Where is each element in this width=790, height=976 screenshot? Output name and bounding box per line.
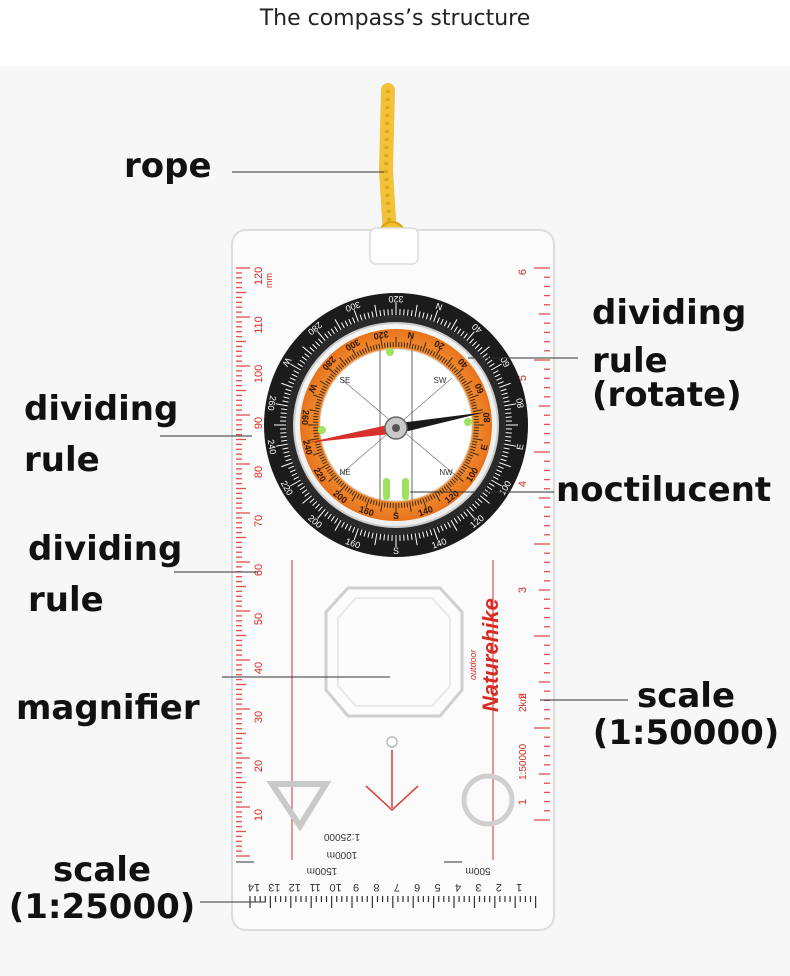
magnifier-lens bbox=[324, 586, 464, 718]
dial-label: E bbox=[479, 443, 490, 451]
right-ruler-number: 3 bbox=[517, 587, 529, 593]
dial-label: N bbox=[407, 330, 415, 341]
left-ruler: 120 110 100 90 80 70 60 50 40 30 20 10 bbox=[236, 267, 265, 857]
left-ruler-number: 90 bbox=[253, 417, 265, 429]
bezel-label: 240 bbox=[266, 439, 278, 456]
dial-label: 80 bbox=[481, 412, 492, 423]
dial-label: 160 bbox=[358, 504, 375, 518]
bezel-label: 260 bbox=[266, 395, 278, 412]
right-ruler-number: 1 bbox=[517, 799, 529, 805]
brand-sub: outdoor bbox=[468, 648, 478, 680]
left-ruler-number: 70 bbox=[253, 515, 265, 527]
needle-south bbox=[306, 424, 400, 443]
right-ruler-unit: 2km bbox=[518, 693, 529, 712]
left-ruler-number: 40 bbox=[253, 662, 265, 674]
label-dividing-rule-rotate: dividing rule (rotate) bbox=[592, 293, 747, 415]
bottom-ruler-number: 7 bbox=[394, 881, 400, 893]
bottom-ruler-number: 3 bbox=[475, 881, 481, 893]
intercardinal-label: NW bbox=[439, 468, 453, 477]
label-dividing-rule-left: dividing rule bbox=[24, 389, 179, 480]
right-ruler-scale: 1:50000 bbox=[518, 743, 529, 780]
noctilucent-mark bbox=[383, 478, 390, 500]
circle-cutout bbox=[461, 773, 515, 827]
dial-label: 240 bbox=[301, 439, 314, 456]
needle-north bbox=[392, 412, 486, 433]
dial-label: 140 bbox=[417, 504, 434, 518]
left-ruler-number: 120 bbox=[253, 267, 265, 285]
left-ruler-number: 110 bbox=[253, 316, 265, 334]
triangle-cutout bbox=[266, 781, 332, 832]
bezel-label: 60 bbox=[498, 355, 512, 369]
bezel-label: S bbox=[393, 546, 399, 556]
bottom-ruler-number: 1 bbox=[516, 881, 522, 893]
noctilucent-mark bbox=[402, 478, 409, 500]
right-ruler: 6 5 4 3 2 1 bbox=[517, 267, 550, 821]
dial-label: S bbox=[393, 511, 399, 521]
bezel-label: 300 bbox=[344, 299, 362, 314]
bottom-ruler-number: 4 bbox=[455, 881, 461, 893]
diagram-title: The compass’s structure bbox=[259, 6, 531, 31]
bottom-ruler-number: 6 bbox=[414, 881, 420, 893]
bottom-ruler-number: 13 bbox=[268, 881, 280, 893]
dial-label: 20 bbox=[433, 338, 447, 352]
left-ruler-number: 20 bbox=[253, 760, 265, 772]
direction-arrow bbox=[365, 736, 419, 812]
dial-label: 60 bbox=[473, 382, 486, 395]
bottom-ruler-number: 12 bbox=[289, 881, 301, 893]
bezel-label: 160 bbox=[344, 536, 362, 551]
bezel-label: 140 bbox=[430, 536, 448, 551]
bezel-label: N bbox=[434, 301, 444, 313]
dial-label: 320 bbox=[373, 329, 389, 341]
label-scale-50000: scale (1:50000) bbox=[592, 676, 780, 754]
bezel-label: 320 bbox=[388, 294, 403, 304]
bezel-label: 80 bbox=[514, 397, 526, 409]
bottom-markers: 1500m 1000m 1:25000 500m bbox=[236, 831, 491, 876]
left-ruler-number: 60 bbox=[253, 564, 265, 576]
left-ruler-number: 10 bbox=[253, 809, 265, 821]
label-noctilucent: noctilucent bbox=[556, 470, 772, 510]
brand-logo: Naturehike bbox=[478, 598, 503, 712]
left-ruler-number: 100 bbox=[253, 365, 265, 383]
right-ruler-number: 6 bbox=[517, 269, 529, 275]
bottom-ruler-number: 10 bbox=[329, 881, 341, 893]
svg-text:500m: 500m bbox=[465, 865, 490, 876]
bottom-ruler-number: 9 bbox=[353, 881, 359, 893]
bezel-label: 40 bbox=[470, 321, 484, 335]
svg-text:1000m: 1000m bbox=[327, 849, 358, 860]
dial-label: 40 bbox=[456, 356, 470, 370]
intercardinal-label: NE bbox=[339, 468, 350, 477]
intercardinal-label: SW bbox=[434, 376, 447, 385]
leader-lines bbox=[160, 171, 628, 903]
svg-text:1500m: 1500m bbox=[307, 865, 338, 876]
label-dividing-rule-lower: dividing rule bbox=[28, 529, 183, 620]
right-ruler-number: 5 bbox=[517, 375, 529, 381]
left-ruler-number: 80 bbox=[253, 466, 265, 478]
left-ruler-number: 30 bbox=[253, 711, 265, 723]
svg-text:1:25000: 1:25000 bbox=[323, 831, 360, 842]
label-magnifier: magnifier bbox=[16, 688, 200, 728]
left-ruler-number: 50 bbox=[253, 613, 265, 625]
bottom-ruler-number: 8 bbox=[373, 881, 379, 893]
bottom-ruler-number: 2 bbox=[496, 881, 502, 893]
bottom-ruler-number: 11 bbox=[309, 881, 320, 893]
right-ruler-number: 2 bbox=[517, 693, 529, 699]
bottom-ruler-number: 5 bbox=[435, 881, 441, 893]
intercardinal-label: SE bbox=[340, 376, 351, 385]
dial-label: 260 bbox=[300, 410, 311, 426]
label-rope: rope bbox=[124, 146, 212, 186]
bottom-ruler-number: 14 bbox=[248, 881, 260, 893]
bezel-label: E bbox=[515, 443, 526, 451]
label-scale-25000: scale (1:25000) bbox=[8, 850, 196, 928]
bottom-ruler: 14 13 12 11 10 9 8 7 6 5 4 3 2 1 bbox=[248, 881, 537, 908]
left-ruler-unit: mm bbox=[264, 273, 274, 288]
right-ruler-number: 4 bbox=[517, 481, 529, 487]
